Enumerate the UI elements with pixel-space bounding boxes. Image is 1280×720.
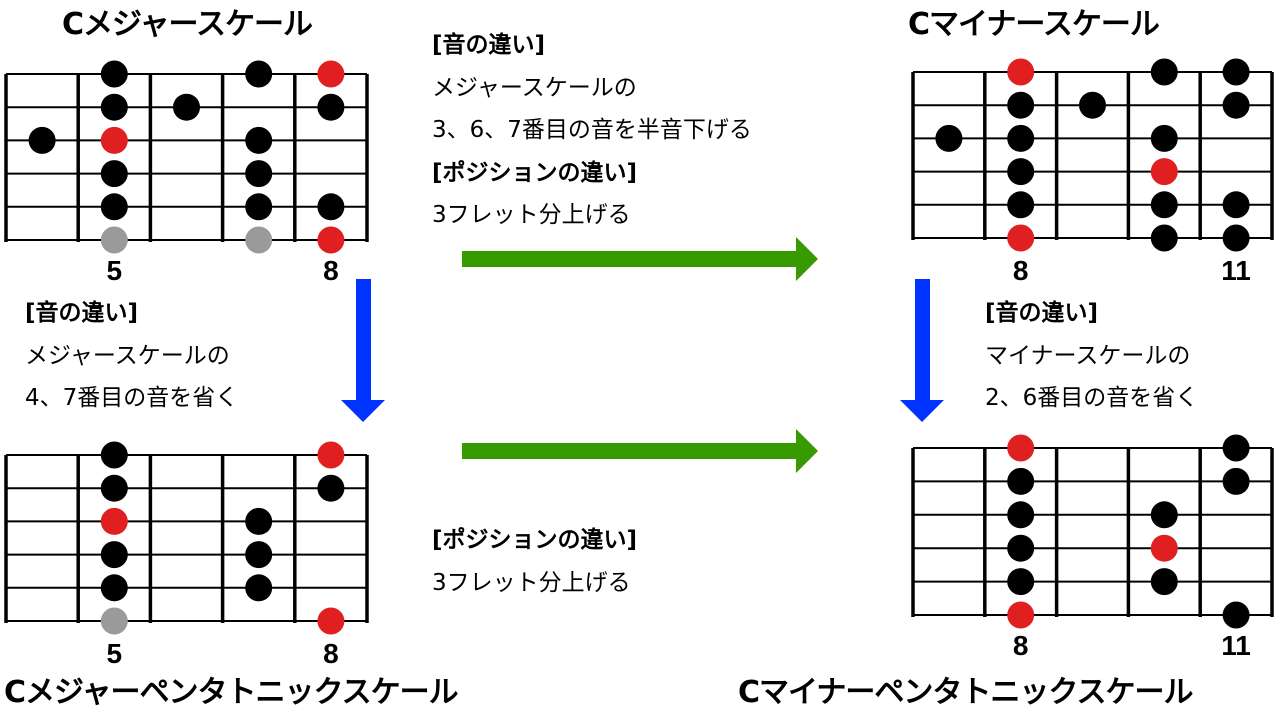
note-right-middle: [音の違い] マイナースケールの 2、6番目の音を省く [985, 292, 1198, 420]
note-dot-gray [100, 607, 128, 635]
note-heading: [音の違い] [985, 300, 1099, 326]
fret-number-label: 11 [1221, 255, 1251, 286]
title-major-scale: Cメジャースケール [62, 7, 313, 42]
note-dot-red [317, 60, 345, 88]
note-dot-black [1007, 124, 1035, 152]
note-dot-black [1222, 58, 1250, 86]
fret-number-label: 5 [107, 638, 123, 669]
note-dot-black [1079, 91, 1106, 119]
note-dot-red [1007, 601, 1035, 629]
note-dot-black [100, 441, 128, 469]
note-line: 3フレット分上げる [432, 569, 631, 596]
note-dot-black [245, 574, 273, 602]
note-dot-black [245, 541, 273, 569]
note-dot-black [245, 507, 273, 535]
note-dot-black [1007, 191, 1035, 219]
note-dot-black [100, 574, 128, 602]
note-bottom-center: [ポジションの違い] 3フレット分上げる [432, 519, 637, 604]
note-left-middle: [音の違い] メジャースケールの 4、7番目の音を省く [25, 292, 238, 420]
note-dot-black [1007, 568, 1035, 596]
note-dot-black [1150, 58, 1178, 86]
note-dot-red [100, 507, 128, 535]
note-line: 3、6、7番目の音を半音下げる [432, 117, 752, 143]
note-line: メジャースケールの [25, 342, 230, 369]
note-heading: [ポジションの違い] [432, 527, 638, 553]
note-heading: [ポジションの違い] [432, 159, 638, 186]
note-dot-black [317, 193, 345, 221]
note-dot-black [100, 60, 128, 88]
note-dot-black [1150, 124, 1178, 152]
note-dot-red [1150, 534, 1178, 562]
note-dot-black [1007, 534, 1035, 562]
note-dot-black [1222, 224, 1250, 252]
note-dot-black [245, 193, 273, 221]
note-dot-black [1007, 158, 1035, 186]
note-dot-black [1150, 224, 1178, 252]
note-dot-red [1150, 158, 1178, 186]
note-dot-black [100, 160, 128, 188]
note-dot-gray [245, 226, 273, 254]
note-dot-black [1007, 501, 1035, 529]
note-dot-black [100, 541, 128, 569]
note-line: 4、7番目の音を省く [25, 385, 239, 411]
arrow-minor-to-minor-penta [900, 279, 944, 422]
note-dot-black [100, 474, 128, 502]
note-dot-black [173, 93, 200, 121]
note-dot-black [1222, 91, 1250, 119]
fret-number-label: 8 [1013, 630, 1029, 661]
note-heading: [音の違い] [25, 300, 139, 326]
note-dot-red [1007, 58, 1035, 86]
note-dot-red [1007, 434, 1035, 462]
note-dot-black [245, 160, 273, 188]
title-minor-pentatonic: Cマイナーペンタトニックスケール [738, 675, 1194, 710]
note-dot-black [1222, 467, 1250, 495]
note-dot-black [317, 474, 345, 502]
note-dot-red [317, 607, 345, 635]
note-dot-red [317, 226, 345, 254]
note-heading: [音の違い] [432, 32, 546, 58]
title-major-pentatonic: Cメジャーペンタトニックスケール [4, 675, 459, 710]
fretboard-minor: 8 11 [911, 58, 1274, 286]
note-dot-black [1150, 191, 1178, 219]
note-dot-red [317, 441, 345, 469]
note-dot-gray [100, 226, 128, 254]
fretboard-minor-penta: 8 11 [911, 434, 1274, 661]
note-dot-black [100, 93, 128, 121]
note-dot-red [100, 126, 128, 154]
note-dot-black [1007, 91, 1035, 119]
note-dot-black [1222, 191, 1250, 219]
note-dot-black [1150, 501, 1178, 529]
note-dot-black [28, 126, 56, 154]
note-line: マイナースケールの [985, 342, 1191, 369]
note-dot-black [245, 60, 273, 88]
arrow-major-to-major-penta [341, 279, 385, 422]
note-top-center: [音の違い] メジャースケールの 3、6、7番目の音を半音下げる [ポジションの… [432, 24, 752, 237]
title-minor-scale: Cマイナースケール [908, 7, 1160, 42]
fret-number-label: 8 [1013, 255, 1029, 286]
note-line: メジャースケールの [432, 74, 637, 101]
note-dot-black [1222, 601, 1250, 629]
fret-number-label: 8 [323, 638, 339, 669]
note-line: 2、6番目の音を省く [985, 385, 1199, 411]
note-dot-black [1150, 568, 1178, 596]
note-dot-black [935, 124, 963, 152]
fret-number-label: 8 [323, 255, 339, 286]
arrow-major-to-minor [462, 237, 818, 281]
note-line: 3フレット分上げる [432, 202, 631, 228]
note-dot-red [1007, 224, 1035, 252]
fret-number-label: 11 [1221, 630, 1251, 661]
note-dot-black [1222, 434, 1250, 462]
note-dot-black [100, 193, 128, 221]
note-dot-black [317, 93, 345, 121]
arrow-major-penta-to-minor-penta [462, 429, 818, 473]
note-dot-black [245, 126, 273, 154]
fret-number-label: 5 [107, 255, 123, 286]
note-dot-black [1007, 467, 1035, 495]
